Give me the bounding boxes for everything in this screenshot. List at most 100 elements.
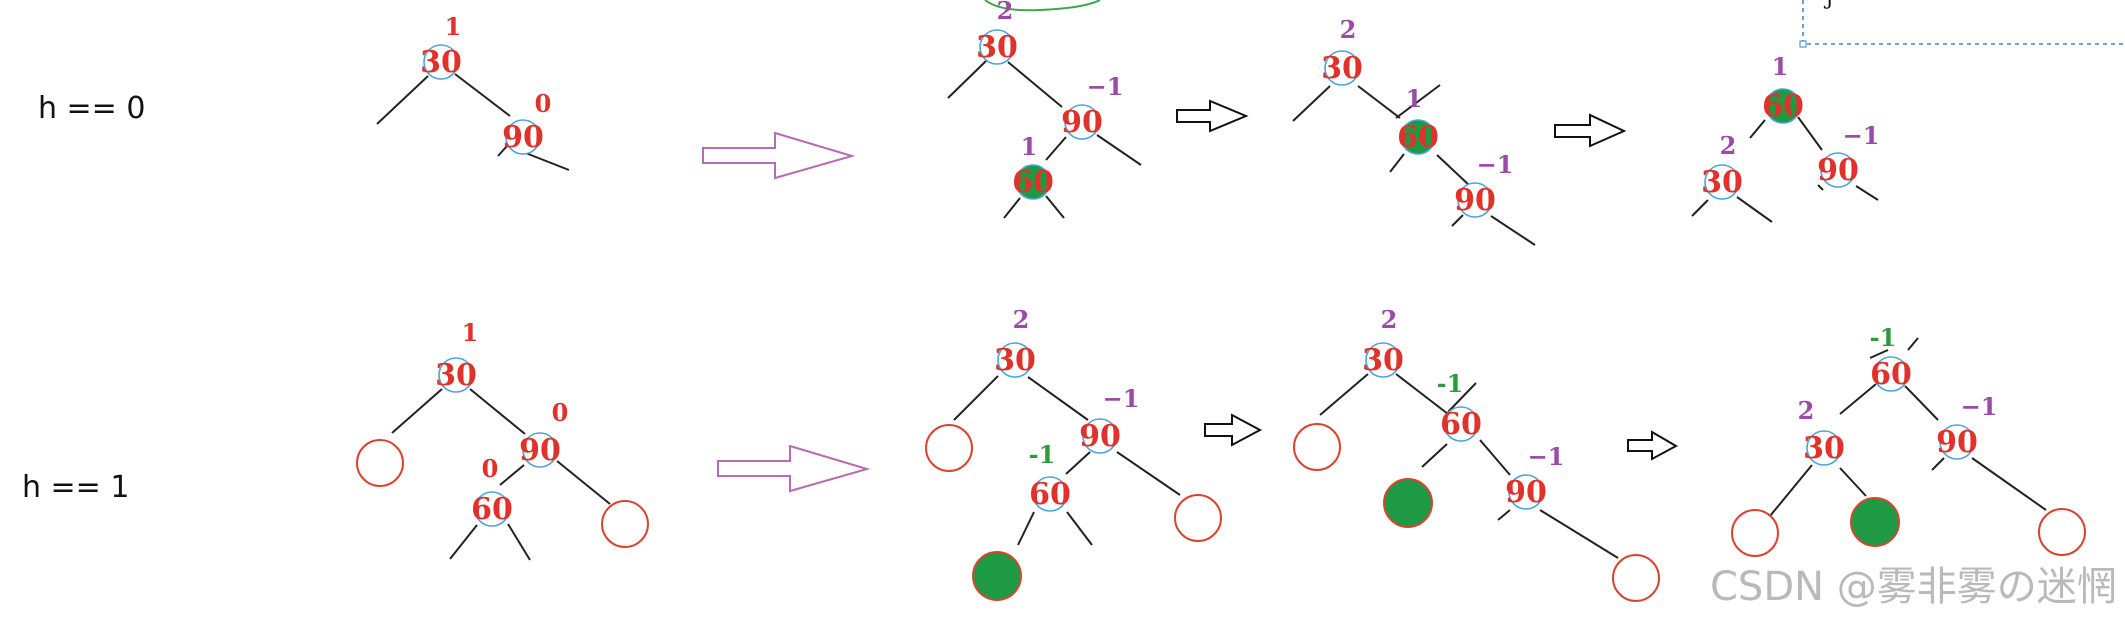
node-circle [1704,164,1740,200]
big-transform-arrow-row2 [717,444,871,493]
node-value: 90 [1505,475,1547,510]
subtree-empty [356,439,404,487]
tree-node: 601 [1397,84,1439,155]
node-circle [1082,418,1118,454]
row2-edges [391,337,2047,561]
balance-factor-label: 1 [1772,52,1789,81]
balance-factor-label: 2 [1381,305,1398,334]
subtree-empty [1293,423,1341,471]
node-value: 60 [1029,477,1071,512]
row1-edges [376,60,1879,246]
tree-node: 302 [1321,15,1363,86]
balance-factor-label: 2 [997,0,1014,25]
balance-factor-label: −1 [1843,121,1880,150]
node-value: 30 [420,45,462,80]
tree-node: 90−1 [1936,392,1997,460]
subtree-filled [1383,478,1433,528]
big-transform-arrow-row1 [702,131,856,180]
node-circle [1820,152,1856,188]
tree-node: 301 [435,318,478,393]
node-circle [522,432,558,468]
tree-node: 302 [994,305,1036,378]
balance-factor-label: -1 [1029,440,1056,469]
node-circle [1443,406,1479,442]
node-value: 90 [1817,153,1859,188]
balance-factor-label: 0 [482,454,499,483]
case-label-h0: h == 0 [38,91,145,126]
balance-factor-label: −1 [1961,392,1998,421]
node-circle [1873,356,1909,392]
nodes-layer: 30190030290−160130260190−160130290−13019… [420,0,1997,527]
tree-node: 600 [471,454,513,527]
node-circle [423,44,459,80]
node-circle [997,342,1033,378]
watermark-text: CSDN @雾非雾の迷惘 [1710,564,2117,610]
node-circle [1939,424,1975,460]
rotation-arrow-row1-b [1554,113,1627,148]
node-circle [1806,430,1842,466]
node-value: 60 [471,492,513,527]
node-circle [1064,104,1100,140]
node-value: 90 [1079,419,1121,454]
node-circle [1765,88,1801,124]
balance-factor-label: 2 [1340,15,1357,44]
balance-factor-label: 2 [1720,131,1737,160]
balance-factor-label: −1 [1528,442,1565,471]
balance-factor-label: 1 [1406,84,1423,113]
node-value: 60 [1762,89,1804,124]
node-value: 90 [1454,183,1496,218]
dashed-box-handle [1799,40,1807,48]
node-circle [979,29,1015,65]
subtree-empty [601,500,649,548]
subtree-empty [1174,494,1222,542]
balance-factor-label: 1 [445,12,462,41]
rotation-arrow-row1-a [1176,99,1249,133]
node-circle [1324,50,1360,86]
balance-factor-label: -1 [1437,369,1464,398]
node-circle [438,357,474,393]
tree-node: 601 [1762,52,1804,124]
tree-node: 601 [1012,132,1054,200]
tree-node: 302 [1701,131,1743,200]
subtree-filled [972,551,1022,601]
tree-node: 90−1 [1505,442,1564,510]
tree-node: 302 [1798,396,1845,466]
node-value: 30 [976,30,1018,65]
green-scribble [984,0,1101,12]
tree-node: 301 [420,12,462,80]
node-value: 60 [1012,165,1054,200]
rotation-arrow-row2-b [1627,430,1679,461]
node-value: 30 [1321,51,1363,86]
node-value: 60 [1440,407,1482,442]
balance-factor-label: −1 [1103,384,1140,413]
subtree-empty [1612,554,1660,602]
row2-subtrees [356,423,2086,602]
tree-node: 60-1 [1029,440,1071,512]
node-value: 30 [1701,165,1743,200]
subtree-empty [925,424,973,472]
node-value: 60 [1870,357,1912,392]
balance-factor-label: −1 [1477,150,1514,179]
node-circle [474,491,510,527]
node-value: 30 [994,343,1036,378]
balance-factor-label: 1 [462,318,479,347]
tree-node: 90−1 [1079,384,1139,454]
subtree-filled [1850,497,1900,547]
corner-fragment-text: j [1823,0,1833,10]
balance-factor-label: 1 [1021,132,1038,161]
node-value: 90 [1061,105,1103,140]
node-value: 90 [502,120,544,155]
subtree-empty [2038,508,2086,556]
tree-node: 90−1 [1454,150,1513,218]
balance-factor-label: −1 [1087,72,1124,101]
node-circle [505,119,541,155]
tree-node: 302 [976,0,1018,65]
node-circle [1457,182,1493,218]
node-value: 30 [1803,431,1845,466]
node-value: 60 [1397,120,1439,155]
node-circle [1508,474,1544,510]
case-label-h1: h == 1 [22,470,129,505]
tree-node: 900 [519,398,568,468]
